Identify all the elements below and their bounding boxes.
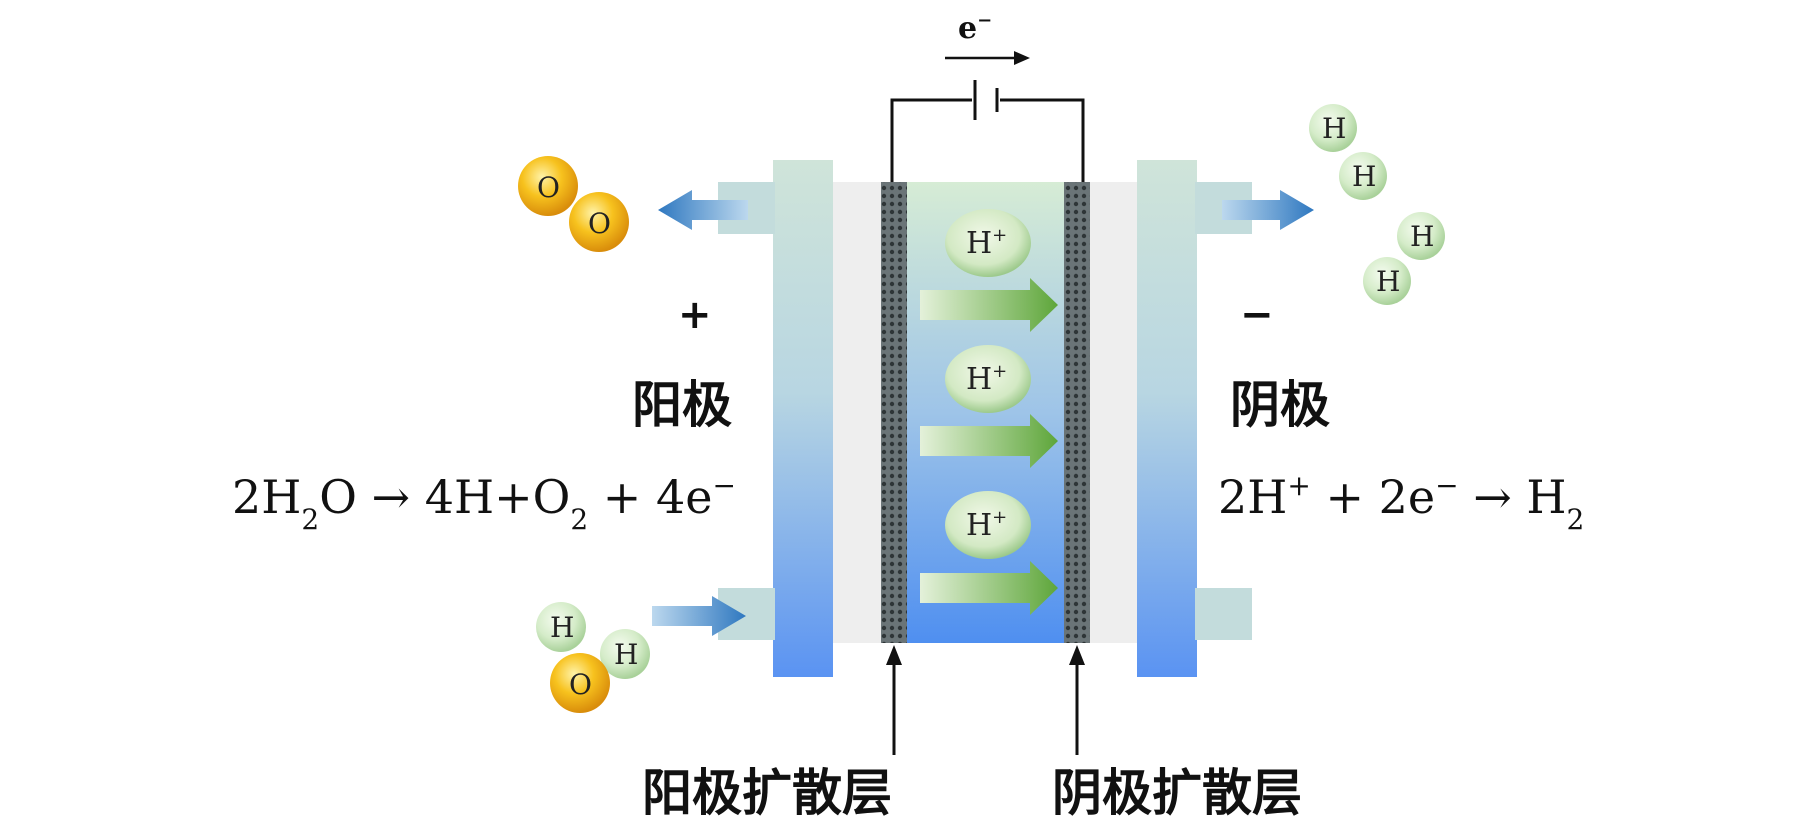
proton-arrow xyxy=(920,414,1058,468)
oxygen-atom xyxy=(569,192,629,252)
cathode-label: 阴极 xyxy=(1230,376,1330,434)
anode-label: 阳极 xyxy=(632,376,732,434)
hydrogen-molecule: H H xyxy=(1309,104,1387,200)
svg-text:O: O xyxy=(537,171,560,204)
hydrogen-atom xyxy=(1309,104,1357,152)
cathode-diffusion-layer xyxy=(1064,182,1090,643)
anode-reaction: 2H2O → 4H+O2 + 4e− xyxy=(232,469,736,536)
water-molecule: H H O xyxy=(536,602,650,713)
svg-text:H: H xyxy=(1352,160,1376,193)
oxygen-atom xyxy=(550,653,610,713)
anode-diffusion-layer xyxy=(881,182,907,643)
svg-text:H: H xyxy=(550,611,574,644)
svg-text:H+: H+ xyxy=(966,361,1007,397)
hydrogen-atom xyxy=(1363,257,1411,305)
oxygen-outlet-arrow xyxy=(658,190,748,230)
hydrogen-atom xyxy=(536,602,586,652)
svg-text:H: H xyxy=(1376,265,1400,298)
proton-ion: H+ xyxy=(945,345,1031,413)
svg-text:H+: H+ xyxy=(966,225,1007,261)
external-circuit xyxy=(890,80,1085,185)
cathode-sign: − xyxy=(1240,292,1274,338)
hydrogen-atom xyxy=(1339,152,1387,200)
anode-end-plate xyxy=(773,160,833,677)
svg-text:O: O xyxy=(588,207,611,240)
svg-text:H: H xyxy=(1410,220,1434,253)
cathode-end-plate xyxy=(1137,160,1197,677)
svg-text:H+: H+ xyxy=(966,507,1007,543)
hydrogen-molecule: H H xyxy=(1363,212,1445,305)
oxygen-molecule: O O xyxy=(518,156,629,252)
anode-sign: + xyxy=(678,292,712,338)
cathode-diffusion-layer-label: 阴极扩散层 xyxy=(1052,764,1302,822)
cathode-reaction: 2H+ + 2e− → H2 xyxy=(1218,469,1584,536)
anode-diffusion-pointer xyxy=(886,645,902,755)
hydrogen-atom xyxy=(600,629,650,679)
electron-label: e− xyxy=(958,10,992,46)
cathode-inlet-port xyxy=(1195,588,1252,640)
proton-ion: H+ xyxy=(945,491,1031,559)
anode-diffusion-layer-label: 阳极扩散层 xyxy=(642,764,892,822)
hydrogen-outlet-arrow xyxy=(1222,190,1314,230)
proton-ion: H+ xyxy=(945,209,1031,277)
svg-text:H: H xyxy=(1322,112,1346,145)
proton-arrow xyxy=(920,278,1058,332)
cathode-diffusion-pointer xyxy=(1069,645,1085,755)
oxygen-atom xyxy=(518,156,578,216)
svg-text:H: H xyxy=(614,638,638,671)
hydrogen-atom xyxy=(1397,212,1445,260)
cathode-flow-chamber xyxy=(1090,182,1137,643)
water-inlet-arrow xyxy=(652,596,746,636)
anode-flow-chamber xyxy=(833,182,881,643)
svg-text:O: O xyxy=(569,668,592,701)
electron-flow-arrow xyxy=(945,51,1030,65)
proton-arrow xyxy=(920,561,1058,615)
